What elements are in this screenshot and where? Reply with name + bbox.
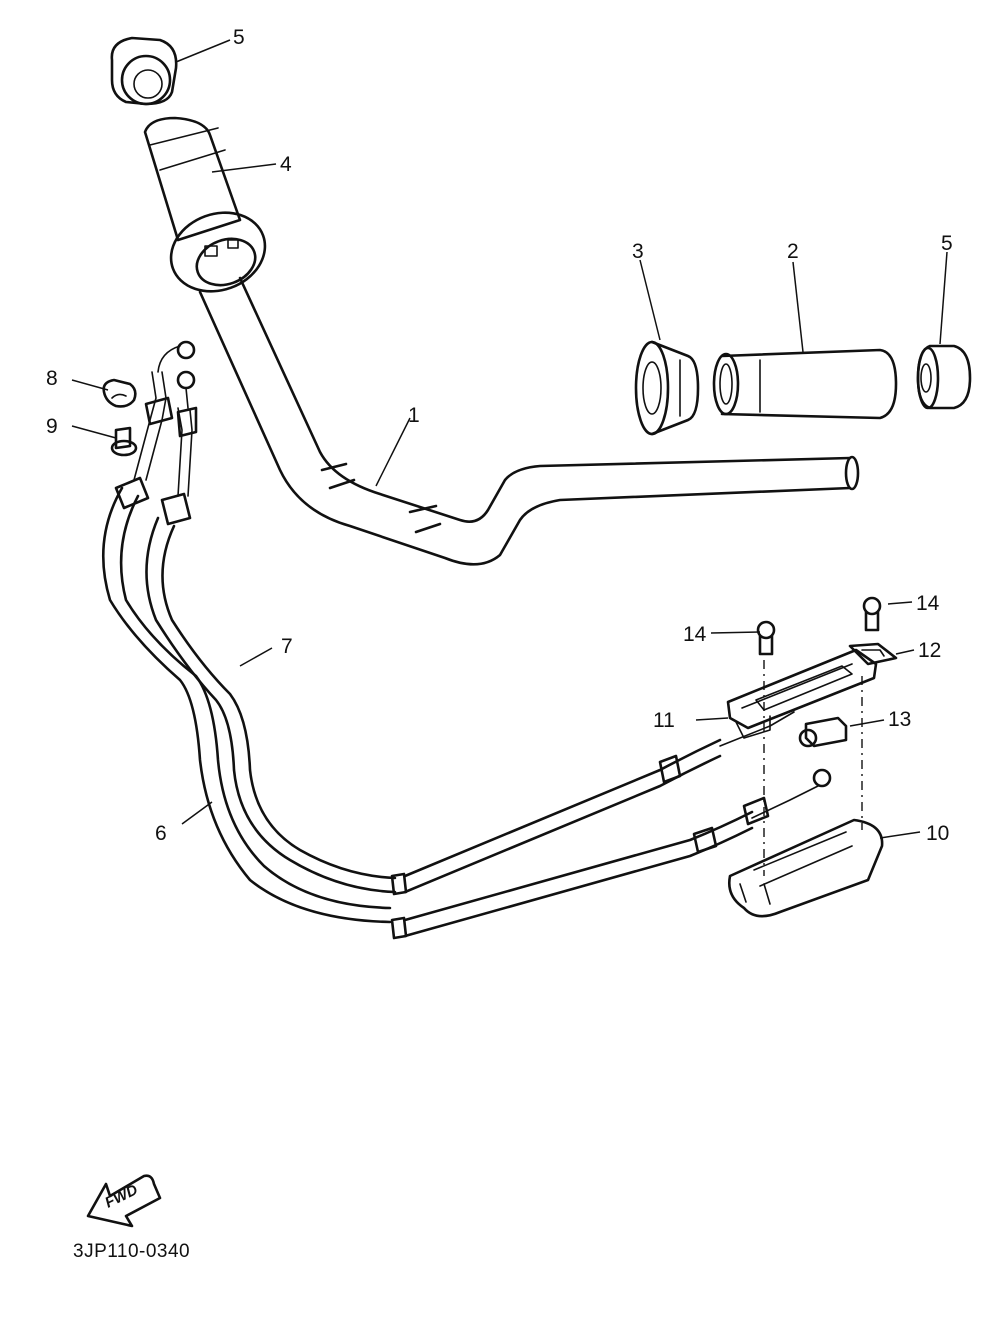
part-10-lower-housing bbox=[728, 818, 884, 918]
callout-12: 12 bbox=[918, 639, 941, 662]
part-2-grip bbox=[712, 348, 898, 420]
part-5-grip-end-right bbox=[916, 344, 972, 410]
callout-2: 2 bbox=[787, 240, 799, 263]
callout-8: 8 bbox=[46, 367, 58, 390]
fwd-arrow-icon: FWD bbox=[86, 1174, 162, 1228]
callout-13: 13 bbox=[888, 708, 911, 731]
part-9-screw bbox=[110, 426, 138, 457]
part-5-grip-end-top bbox=[110, 36, 178, 106]
callout-11: 11 bbox=[653, 709, 675, 732]
part-13-block bbox=[804, 716, 848, 748]
callout-7: 7 bbox=[281, 635, 293, 658]
part-3-collar bbox=[634, 340, 700, 436]
callout-4: 4 bbox=[280, 153, 292, 176]
callout-labels: 1 2 3 4 5 5 6 7 8 9 10 11 12 13 14 14 bbox=[46, 26, 953, 845]
part-11-upper-housing bbox=[726, 648, 878, 739]
part-4-throttle-grip bbox=[143, 116, 267, 293]
cable-ends-to-housing bbox=[390, 711, 832, 940]
callout-14-left: 14 bbox=[683, 623, 707, 646]
callout-5-right: 5 bbox=[941, 232, 953, 255]
callout-1: 1 bbox=[408, 404, 420, 427]
part-6-throttle-cable bbox=[101, 340, 392, 924]
part-12-plate bbox=[848, 642, 898, 666]
callout-9: 9 bbox=[46, 415, 58, 438]
leader-lines bbox=[71, 39, 948, 839]
callout-5-top: 5 bbox=[233, 26, 245, 49]
callout-10: 10 bbox=[926, 822, 949, 845]
callout-3: 3 bbox=[632, 240, 644, 263]
part-7-return-cable bbox=[145, 370, 397, 894]
assembly-lines bbox=[763, 660, 863, 876]
part-14-screws bbox=[756, 596, 882, 656]
fwd-label: FWD bbox=[102, 1181, 140, 1211]
part-1-handlebar bbox=[198, 276, 860, 566]
callout-6: 6 bbox=[155, 822, 167, 845]
callout-14-right: 14 bbox=[916, 592, 940, 615]
diagram-reference-code: 3JP110-0340 bbox=[73, 1241, 190, 1262]
part-8-clip bbox=[102, 378, 137, 408]
